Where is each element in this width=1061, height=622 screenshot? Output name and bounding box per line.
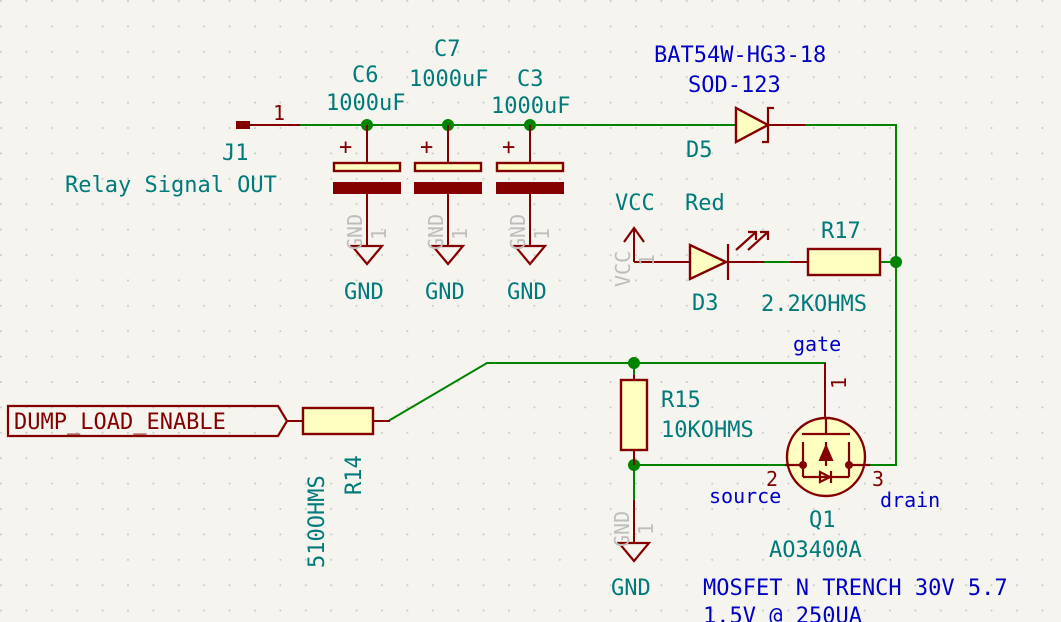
svg-text:+: + xyxy=(502,135,515,160)
c3-gnd-hidden-pin: 1 xyxy=(530,228,554,240)
d5-reference: D5 xyxy=(686,138,713,163)
r15-gnd-hidden: GND xyxy=(610,511,634,547)
q1-drain-name: drain xyxy=(880,488,940,512)
q1-note-line1: MOSFET N TRENCH 30V 5.7 xyxy=(703,576,1008,601)
c6-gnd-hidden: GND xyxy=(343,214,367,250)
resistor-r15[interactable]: R15 10KOHMS xyxy=(619,375,754,465)
c7-gnd-hidden: GND xyxy=(424,214,448,250)
capacitor-c3[interactable]: + GND 1 GND C3 1000uF xyxy=(491,67,570,305)
wires xyxy=(299,119,902,501)
j1-pin-number: 1 xyxy=(273,101,285,125)
c3-reference: C3 xyxy=(517,67,544,92)
q1-pin3: 3 xyxy=(872,467,884,491)
j1-value: Relay Signal OUT xyxy=(65,173,277,198)
c7-gnd-hidden-pin: 1 xyxy=(448,228,472,240)
c3-value: 1000uF xyxy=(491,94,570,119)
connector-j1[interactable]: 1 J1 Relay Signal OUT xyxy=(65,101,300,198)
svg-text:+: + xyxy=(420,135,433,160)
r15-value: 10KOHMS xyxy=(661,418,754,443)
r14-reference: R14 xyxy=(342,455,367,495)
vcc-hidden-name: VCC xyxy=(611,251,635,287)
q1-source-name: source xyxy=(709,484,781,508)
c3-gnd-label: GND xyxy=(507,280,547,305)
r17-value: 2.2KOHMS xyxy=(761,292,867,317)
r14-value: 510OHMS xyxy=(305,475,330,568)
power-vcc[interactable]: VCC VCC 1 xyxy=(611,191,690,287)
c7-gnd-label: GND xyxy=(425,280,465,305)
q1-reference: Q1 xyxy=(809,508,836,533)
led-d3[interactable]: Red D3 xyxy=(685,191,770,316)
r15-reference: R15 xyxy=(661,388,701,413)
vcc-label: VCC xyxy=(615,191,655,216)
q1-pin2: 2 xyxy=(766,467,778,491)
q1-note-line2: 1.5V @ 250UA xyxy=(703,604,862,622)
d3-reference: D3 xyxy=(692,291,719,316)
c7-reference: C7 xyxy=(434,37,461,62)
d5-value: BAT54W-HG3-18 xyxy=(654,43,826,68)
resistor-r14[interactable]: 510OHMS R14 xyxy=(301,406,390,568)
resistor-r17[interactable]: R17 2.2KOHMS xyxy=(761,219,882,317)
power-gnd-r15[interactable]: GND 1 GND xyxy=(610,500,658,601)
junction-r15-top xyxy=(628,357,640,369)
r15-gnd-label: GND xyxy=(611,576,651,601)
svg-text:+: + xyxy=(339,135,352,160)
vcc-hidden-pin: 1 xyxy=(635,254,659,266)
c6-gnd-hidden-pin: 1 xyxy=(367,228,391,240)
mosfet-q1[interactable]: gate 1 2 3 source drain Q1 AO3400A MOSFE… xyxy=(703,332,1008,622)
q1-value: AO3400A xyxy=(769,538,862,563)
q1-pin1: 1 xyxy=(827,377,851,389)
c7-value: 1000uF xyxy=(409,67,488,92)
capacitor-c7[interactable]: + GND 1 GND C7 1000uF xyxy=(409,37,488,305)
diode-d5[interactable]: BAT54W-HG3-18 SOD-123 D5 xyxy=(654,43,826,163)
led-light-icon xyxy=(735,230,770,251)
j1-reference: J1 xyxy=(222,141,249,166)
wire-gate-net[interactable] xyxy=(388,362,826,422)
r17-reference: R17 xyxy=(821,219,861,244)
capacitor-c6[interactable]: + GND 1 GND C6 1000uF xyxy=(326,63,405,305)
dump-load-enable-text: DUMP_LOAD_ENABLE xyxy=(14,410,226,435)
r15-gnd-hidden-pin: 1 xyxy=(634,523,658,535)
c6-value: 1000uF xyxy=(326,91,405,116)
c6-gnd-label: GND xyxy=(344,280,384,305)
global-label-dump-load-enable[interactable]: DUMP_LOAD_ENABLE xyxy=(6,404,303,438)
junction-r17 xyxy=(890,256,902,268)
c3-gnd-hidden: GND xyxy=(506,214,530,250)
d5-footprint: SOD-123 xyxy=(688,73,781,98)
c6-reference: C6 xyxy=(352,63,379,88)
q1-gate-name: gate xyxy=(793,332,841,356)
d3-value: Red xyxy=(685,191,725,216)
